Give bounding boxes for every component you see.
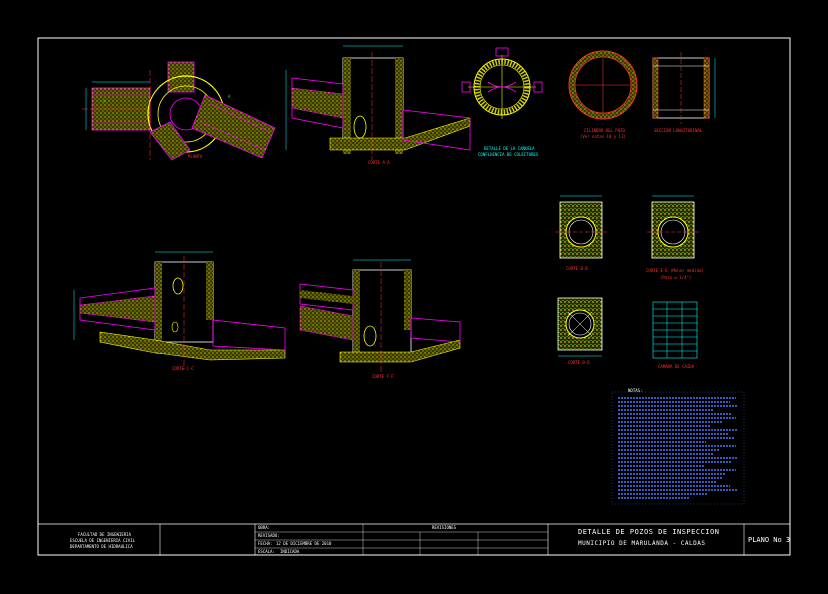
- plano-number: PLANO No 3: [748, 536, 791, 544]
- drawing-title-1: DETALLE DE POZOS DE INSPECCION: [578, 528, 720, 536]
- corte-dd-view: [557, 297, 603, 357]
- detalle-canuela-view: [461, 47, 543, 119]
- cilindro-pozo-view: [568, 50, 638, 120]
- corte-bb-view: [555, 195, 607, 259]
- svg-text:A: A: [103, 99, 106, 104]
- caption-cilindro-2: (Ver notas 10 y 11): [580, 134, 626, 139]
- drawing-title-2: MUNICIPIO DE MARULANDA - CALDAS: [578, 540, 706, 547]
- fecha-label: FECHA:: [258, 541, 273, 546]
- escala-value: INDICADA: [280, 549, 300, 554]
- caption-detalle-canuela-2: CONFLUENCIA DE COLECTORES: [478, 152, 539, 157]
- camara-caida-table: [652, 301, 698, 359]
- corte-aa-top-view: [285, 45, 471, 160]
- caption-detalle-canuela-1: DETALLE DE LA CAÑUELA: [484, 146, 535, 151]
- caption-planta: PLANTA: [188, 154, 203, 159]
- caption-corte-aa: CORTE A-A: [368, 160, 390, 165]
- notas-block: [611, 391, 745, 505]
- caption-corte-dd: CORTE D-D: [568, 360, 590, 365]
- drawing-frame: [37, 37, 791, 556]
- seccion-longitudinal-view: [652, 52, 716, 124]
- caption-corte-ee-2: (Pozo ≥ 1/4"): [660, 275, 692, 280]
- notas-title: NOTAS:: [628, 388, 643, 393]
- institution-line-2: ESCUELA DE INGENIERIA CIVIL: [70, 538, 136, 543]
- corte-ee-view: [647, 195, 699, 259]
- planta-view: A A: [82, 61, 276, 161]
- caption-seccion-longitudinal: SECCION LONGITUDINAL: [654, 128, 703, 133]
- caption-cilindro-1: CILINDRO DEL POZO: [584, 128, 625, 133]
- caption-corte-ee-1: CORTE E-E (Menor medida): [646, 268, 704, 273]
- svg-text:A: A: [228, 94, 231, 99]
- revisiones-label: REVISIONES: [432, 525, 457, 530]
- caption-corte-cc: CORTE C-C: [172, 366, 194, 371]
- institution-line-3: DEPARTAMENTO DE HIDRAULICA: [70, 544, 133, 549]
- corte-cc-view: [73, 251, 286, 370]
- institution-line-1: FACULTAD DE INGENIERIA: [78, 532, 131, 537]
- revisado-label: REVISADO:: [258, 533, 280, 538]
- title-block: [38, 523, 790, 555]
- corte-ff-view: [299, 259, 461, 372]
- caption-corte-ff: CORTE F-F: [372, 374, 394, 379]
- escala-label: ESCALA:: [258, 549, 275, 554]
- obra-label: OBRA:: [258, 525, 271, 530]
- caption-camara-caida: CAMARA DE CAIDA: [658, 364, 695, 369]
- caption-corte-bb: CORTE B-B: [566, 266, 588, 271]
- fecha-value: 12 DE DICIEMBRE DE 2010: [276, 541, 332, 546]
